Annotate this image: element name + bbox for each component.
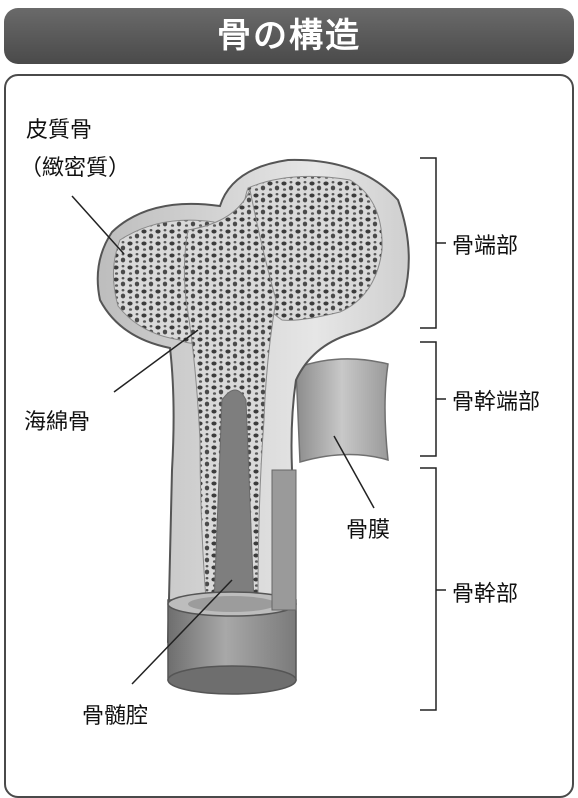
label-cortical-bone: 皮質骨 [26,112,92,144]
label-spongy-bone: 海綿骨 [24,404,90,436]
leader-line-cortical [72,196,124,254]
label-periosteum: 骨膜 [346,512,390,544]
bracket-diaphysis [420,468,446,710]
label-compact-bone: （緻密質） [20,150,130,182]
label-epiphysis: 骨端部 [452,228,518,260]
bone-shaft-bottom [168,666,296,694]
label-metaphysis: 骨幹端部 [452,384,540,416]
label-diaphysis: 骨幹部 [452,576,518,608]
bracket-epiphysis [420,158,446,328]
bone-shaft-marrow-face [188,596,276,612]
label-medullary-cavity: 骨髄腔 [82,698,148,730]
periosteum-flap [296,359,388,462]
bracket-metaphysis [420,342,446,456]
diaphysis-wall [272,470,296,610]
